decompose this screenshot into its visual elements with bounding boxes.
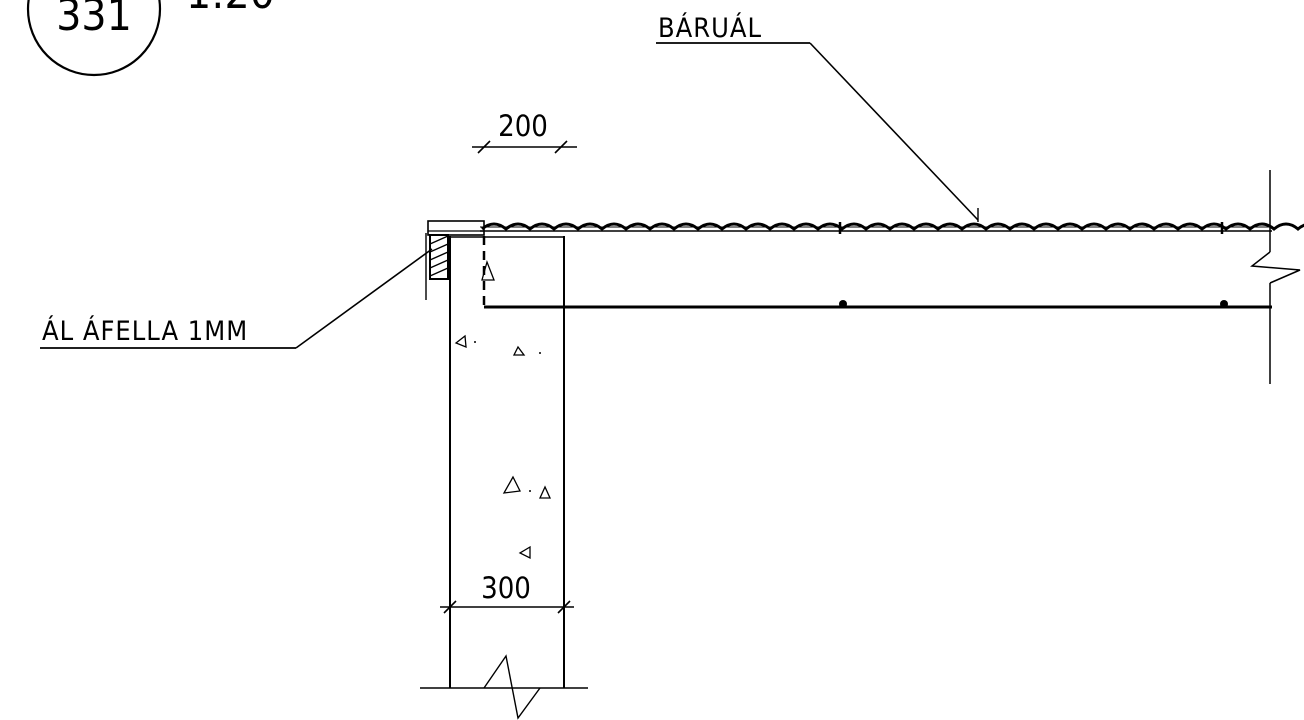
roof-sheet-label: BÁRUÁL xyxy=(658,12,762,44)
hatch-line-4 xyxy=(429,259,449,269)
slab-fastener xyxy=(1220,300,1228,308)
aggregate-mark xyxy=(518,545,531,560)
aggregate-mark xyxy=(512,345,526,356)
aggregate-dot xyxy=(539,352,541,354)
roof-sheet-corrugation xyxy=(481,222,1304,231)
hatch-line-2 xyxy=(429,243,449,253)
dim-200-label: 200 xyxy=(498,109,548,143)
edge-flashing xyxy=(425,220,485,300)
dim-300-label: 300 xyxy=(481,571,531,605)
roof-slab xyxy=(482,236,1272,309)
right-break-zigzag xyxy=(1250,251,1301,284)
dim-200-tick-right xyxy=(554,140,568,154)
wall-break-symbol xyxy=(483,654,541,720)
detail-number: 331 xyxy=(56,0,132,41)
right-break xyxy=(1250,170,1301,384)
dimension-300: 300 xyxy=(440,571,574,614)
aggregate-mark xyxy=(502,475,521,494)
dim-200-tick-left xyxy=(477,140,491,154)
flashing-leader xyxy=(295,248,433,349)
roof-sheet-callout: BÁRUÁL xyxy=(656,12,979,222)
detail-circle xyxy=(26,0,162,77)
detail-scale: 1:20 xyxy=(186,0,275,19)
hatch-line-5 xyxy=(429,267,449,277)
detail-bubble: 331 1:20 xyxy=(26,0,275,77)
aggregate-mark xyxy=(454,334,467,348)
dim-300-tick-right xyxy=(557,600,571,614)
aggregate-mark xyxy=(538,485,552,499)
aggregate-dot xyxy=(474,341,476,343)
concrete-wall xyxy=(420,236,588,720)
flashing-callout: ÁL ÁFELLA 1MM xyxy=(40,248,433,349)
roof-sheet xyxy=(480,222,1304,234)
roof-sheet-leader xyxy=(809,42,979,221)
hatch-line-3 xyxy=(429,251,449,261)
aggregate-dot xyxy=(529,490,531,492)
slab-fastener xyxy=(839,300,847,308)
dimension-200: 200 xyxy=(472,109,577,154)
flashing-label: ÁL ÁFELLA 1MM xyxy=(42,315,248,347)
hatch-line-1 xyxy=(429,235,449,245)
dim-300-tick-left xyxy=(443,600,457,614)
flashing-cap xyxy=(427,220,485,236)
